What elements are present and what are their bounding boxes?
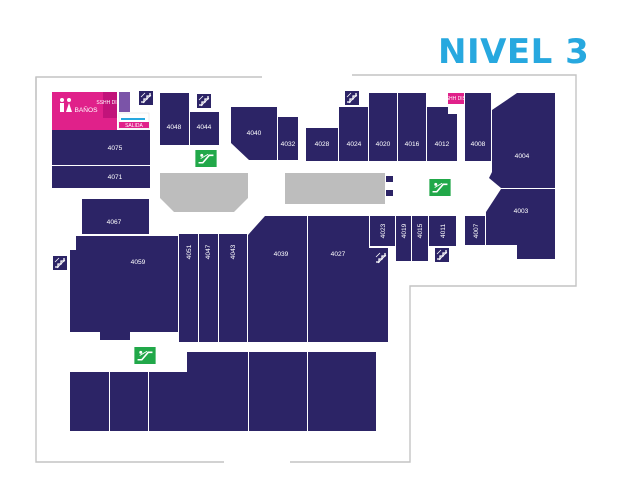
svg-text:4071: 4071 — [108, 174, 123, 181]
store-4040: 4040 — [231, 107, 277, 160]
svg-text:4048: 4048 — [167, 124, 182, 131]
svg-text:4024: 4024 — [347, 141, 362, 148]
restroom-icon — [60, 98, 72, 112]
store-4067: 4067 — [82, 199, 149, 234]
store-4071: 4071 — [52, 166, 150, 188]
store-4011: 4011 — [429, 216, 456, 246]
store-4047: 4047 — [199, 234, 218, 342]
escalator-icon — [195, 150, 217, 167]
svg-text:4047: 4047 — [205, 244, 212, 259]
level-title: NIVEL 3 — [438, 32, 590, 72]
exit-caption: SALIDA — [125, 123, 143, 129]
store-bottom-row — [70, 352, 376, 431]
store-4039: 4039 — [248, 216, 307, 342]
svg-text:4020: 4020 — [376, 141, 391, 148]
svg-text:4019: 4019 — [401, 223, 408, 238]
restroom-block: BAÑOS SSHH DISC SALIDA SSHH DISC — [52, 92, 470, 130]
disc-sign-right: SSHH DISC — [442, 96, 470, 102]
svg-text:4003: 4003 — [514, 208, 529, 215]
escalator-icon — [429, 179, 451, 196]
svg-text:4075: 4075 — [108, 145, 123, 152]
svg-text:4059: 4059 — [131, 259, 146, 266]
stairs-icon — [197, 94, 211, 108]
corridors — [160, 173, 393, 212]
store-4024: 4024 — [339, 107, 368, 161]
store-4023: 4023 — [370, 216, 395, 246]
store-4015: 4015 — [412, 216, 428, 261]
svg-text:4043: 4043 — [230, 244, 237, 259]
store-4003: 4003 — [486, 189, 555, 259]
svg-text:4015: 4015 — [417, 223, 424, 238]
svg-text:4039: 4039 — [274, 251, 289, 258]
stores: 4075 4071 4067 4059 4048 4044 4040 4032 … — [52, 93, 555, 431]
stairs-icon — [139, 91, 153, 105]
escalator-icon — [134, 347, 156, 364]
svg-text:4044: 4044 — [197, 124, 212, 131]
store-4020: 4020 — [369, 93, 397, 161]
building-outline — [35, 74, 577, 463]
svg-text:4023: 4023 — [380, 223, 387, 238]
svg-text:4028: 4028 — [315, 141, 330, 148]
store-4043: 4043 — [219, 234, 247, 342]
store-4016: 4016 — [398, 93, 426, 161]
svg-text:4008: 4008 — [471, 141, 486, 148]
store-4032: 4032 — [278, 117, 298, 160]
svg-text:4032: 4032 — [281, 141, 296, 148]
restroom-label: BAÑOS — [74, 105, 98, 114]
svg-text:4012: 4012 — [435, 141, 450, 148]
svg-text:4016: 4016 — [405, 141, 420, 148]
store-4004: 4004 — [489, 93, 555, 188]
store-4019: 4019 — [396, 216, 411, 261]
store-4048: 4048 — [160, 93, 189, 145]
store-4051: 4051 — [179, 234, 198, 342]
stairs-icon — [345, 91, 359, 105]
svg-text:4007: 4007 — [473, 223, 480, 238]
svg-text:4011: 4011 — [440, 224, 447, 239]
store-4027: 4027 — [308, 216, 388, 342]
store-4007: 4007 — [465, 216, 485, 245]
svg-text:4040: 4040 — [247, 130, 262, 137]
svg-text:4027: 4027 — [331, 251, 346, 258]
store-4075: 4075 — [52, 130, 150, 165]
svg-text:4067: 4067 — [107, 219, 122, 226]
stairs-icon — [374, 251, 388, 265]
svg-text:4004: 4004 — [515, 153, 530, 160]
store-4012: 4012 — [427, 107, 457, 161]
stairs-icon — [435, 248, 449, 262]
store-4059: 4059 — [70, 236, 178, 340]
svg-text:4051: 4051 — [186, 244, 193, 259]
stairs-icon — [53, 256, 67, 270]
store-4044: 4044 — [190, 112, 219, 145]
store-4008: 4008 — [465, 93, 491, 161]
store-4028: 4028 — [306, 128, 338, 161]
restroom-disc-sign: SSHH DISC — [96, 100, 124, 106]
